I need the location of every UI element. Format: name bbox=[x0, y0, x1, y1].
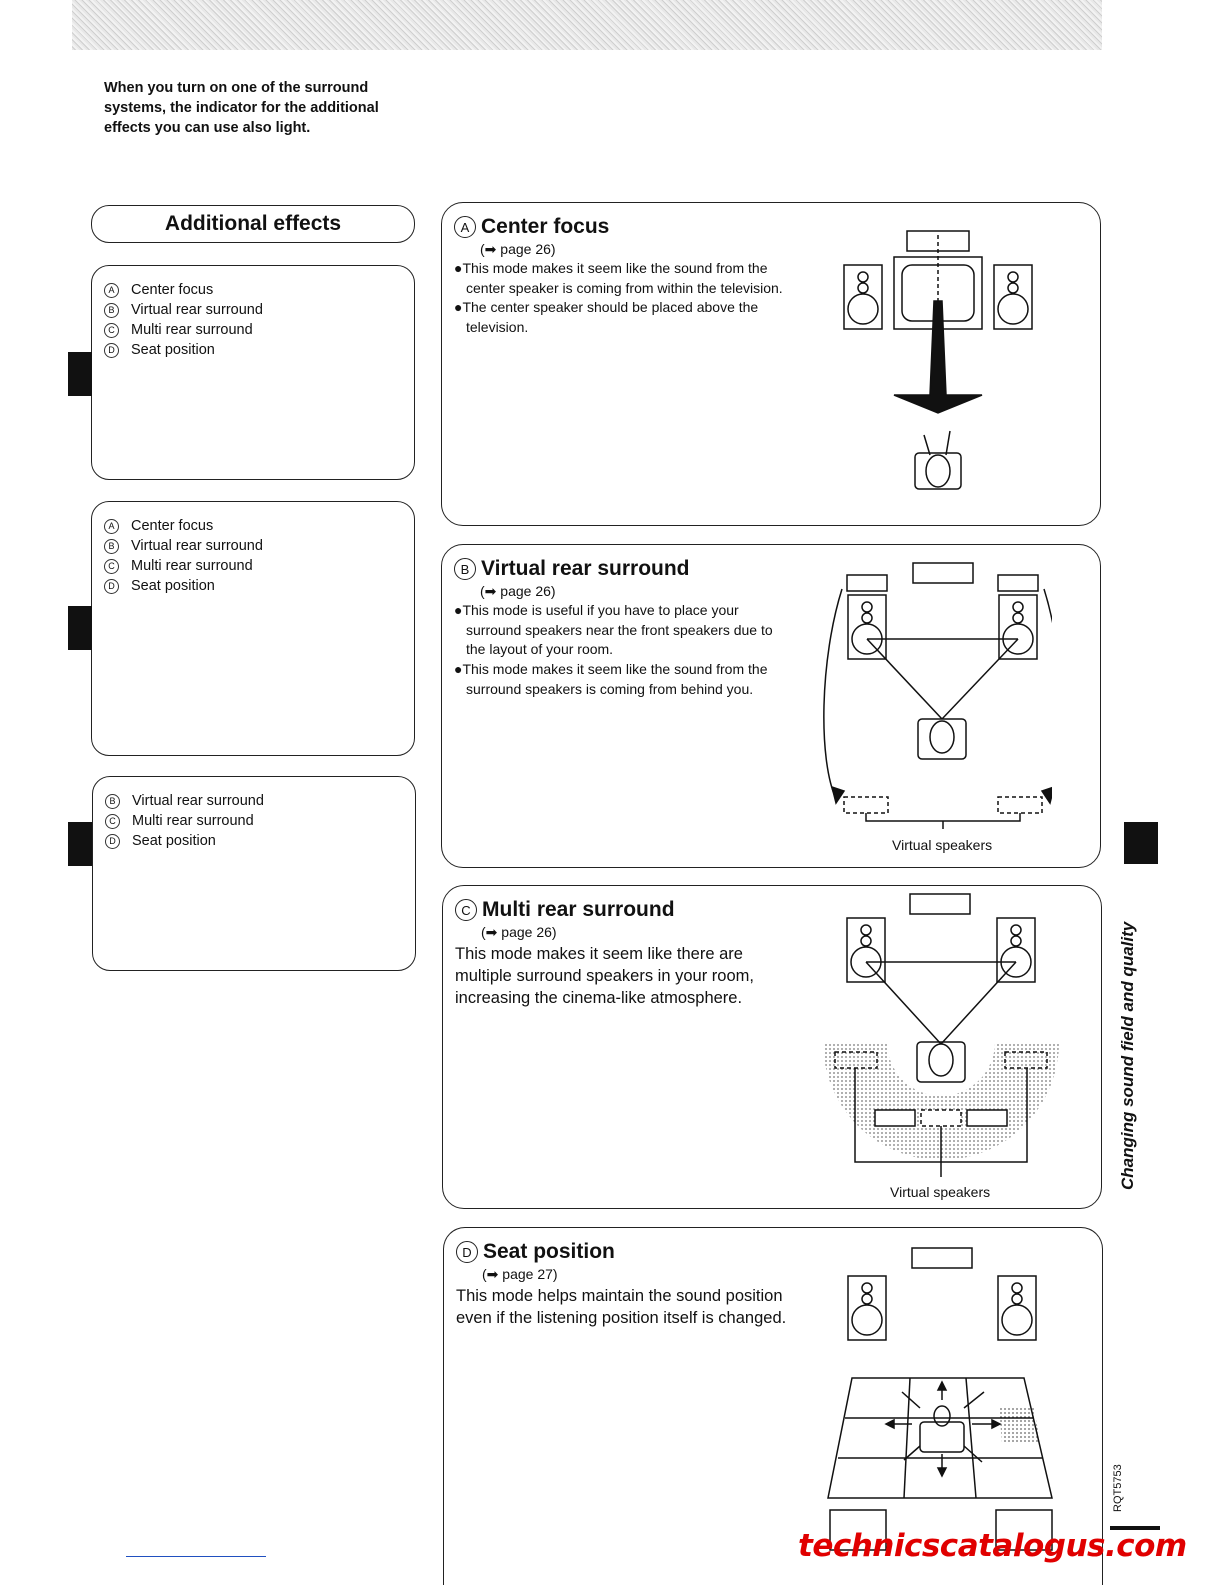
additional-effects-heading: Additional effects bbox=[91, 205, 415, 243]
section-tab bbox=[68, 606, 92, 650]
bullets: ●This mode is useful if you have to plac… bbox=[454, 602, 773, 697]
multi-rear-surround-diagram bbox=[823, 893, 1059, 1177]
virtual-rear-surround-diagram bbox=[823, 562, 1052, 829]
description: This mode helps maintain the sound posit… bbox=[456, 1287, 787, 1327]
page-reference: (➡ page 27) bbox=[482, 1266, 558, 1282]
seat-position-diagram bbox=[827, 1247, 1053, 1551]
intro-text: When you turn on one of the surround sys… bbox=[104, 80, 379, 136]
header-banner bbox=[72, 0, 1102, 50]
virtual-speakers-caption: Virtual speakers bbox=[890, 1184, 991, 1200]
virtual-speakers-caption: Virtual speakers bbox=[892, 837, 993, 853]
center-focus-diagram bbox=[843, 230, 1033, 490]
page-reference: (➡ page 26) bbox=[480, 241, 556, 257]
bottom-rule bbox=[126, 1556, 266, 1557]
page-edge-bar bbox=[1110, 1526, 1160, 1530]
section-marker bbox=[1124, 822, 1158, 864]
document-code: RQT5753 bbox=[1112, 1464, 1124, 1512]
page-reference: (➡ page 26) bbox=[481, 924, 557, 940]
watermark: technicscatalogus.com bbox=[798, 1528, 1187, 1564]
section-tab bbox=[68, 822, 92, 866]
bullets: ●This mode makes it seem like the sound … bbox=[454, 260, 783, 336]
section-tab bbox=[68, 352, 92, 396]
description: This mode makes it seem like there are m… bbox=[455, 945, 754, 1007]
page-reference: (➡ page 26) bbox=[480, 583, 556, 599]
side-title: Changing sound field and quality bbox=[1118, 921, 1137, 1190]
